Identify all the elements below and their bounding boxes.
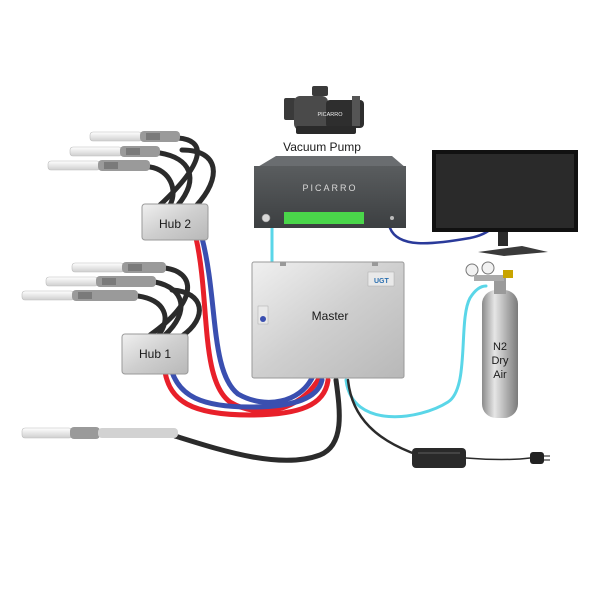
power-adapter [412,448,466,468]
master-power-cable [346,378,420,457]
hub1-label: Hub 1 [139,347,171,361]
probes [21,131,180,439]
hub1-master-blue [169,369,325,410]
vacuum-pump-label: Vacuum Pump [283,140,361,154]
vacuum-pump: PICARRO [284,86,364,134]
hub1-tube-2 [152,279,184,338]
probe-hub1-3 [21,290,138,301]
probe-hub2-3 [47,160,150,171]
gas-label-line1: N2 [493,341,507,353]
probe-hub1-1 [71,262,166,273]
hub1-master-red [162,369,331,418]
regulator-gauge-2 [481,261,495,275]
probe-hub2-2 [69,146,160,157]
hub2-tube-2 [157,150,193,208]
master-box: Master UGT [251,261,405,379]
adapter-plug-cable [465,457,531,461]
pump-brand: PICARRO [317,112,343,118]
analyzer: PICARRO [254,156,406,228]
hub2-label: Hub 2 [159,217,191,231]
hub1-box: Hub 1 [121,333,189,375]
gas-label-line2: Dry [491,355,509,367]
master-button[interactable] [260,316,266,322]
gas-bottle: N2 Dry Air [465,261,518,418]
hub2-master-blue [199,235,315,405]
tubes [135,135,531,463]
analyzer-power-button[interactable] [261,213,271,223]
power-plug [530,452,550,464]
regulator-gauge-1 [465,263,479,277]
monitor [432,150,578,256]
hub2-tube-4 [179,147,216,209]
probe-single [21,427,178,439]
probe-master-tube [172,377,342,463]
analyzer-brand: PICARRO [302,183,357,193]
probe-hub1-2 [45,276,156,287]
hub2-tube-3 [147,164,176,208]
master-label: Master [312,309,349,323]
hub2-box: Hub 2 [141,203,209,241]
gas-label-line3: Air [493,369,507,381]
master-gas-cyan [344,284,488,419]
hub1-tube-4 [169,287,202,339]
master-brand: UGT [374,278,390,285]
hub1-tube-3 [135,293,168,339]
probe-hub2-1 [89,131,180,142]
